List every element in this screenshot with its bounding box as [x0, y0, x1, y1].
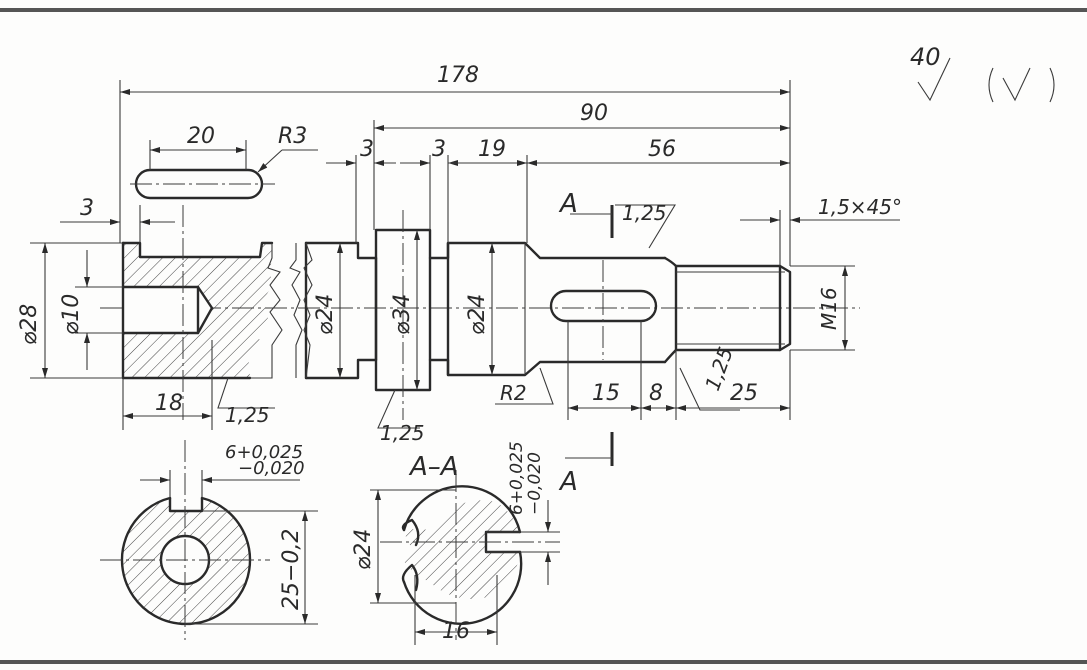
shaft-body: [303, 228, 792, 392]
finish-collar: 1,25: [380, 421, 425, 445]
dim-19: 19: [478, 137, 506, 162]
dim-slot-20: 20: [187, 124, 215, 149]
keyway-tol-right-upper: 6+0,025: [507, 441, 527, 515]
dim-90: 90: [580, 101, 608, 126]
keyway-tol-left-lower: −0,020: [238, 458, 305, 479]
section-dia-24: ⌀24: [351, 529, 376, 570]
dim-25-02: 25−0,2: [279, 529, 304, 610]
dim-dia-10: ⌀10: [59, 294, 84, 335]
section-cut-markers: [565, 205, 614, 466]
finish-shaft: 1,25: [622, 201, 667, 225]
section-title: A–A: [408, 452, 459, 482]
finish-left: 1,25: [225, 403, 270, 427]
fillet-r2: R2: [500, 381, 527, 405]
keyway-tol-right-lower: −0,020: [525, 452, 545, 515]
dim-key-8: 8: [649, 381, 663, 406]
left-hub-section: [121, 241, 303, 380]
roughness-value: 40: [910, 43, 941, 71]
keyway-tol-left-upper: 6+0,025: [225, 442, 303, 463]
section-label-top: A: [558, 189, 578, 219]
dimension-lines: [30, 80, 900, 430]
roughness-symbol: [917, 57, 1055, 103]
dim-collar-right-3: 3: [432, 137, 446, 162]
dim-dia-28: ⌀28: [17, 304, 42, 345]
dim-bore-depth-18: 18: [155, 391, 183, 416]
dim-overall-length: 178: [437, 63, 479, 88]
dim-dia-24-left: ⌀24: [313, 294, 338, 335]
dim-left-offset-3: 3: [80, 196, 94, 221]
dim-dia-24-mid: ⌀24: [465, 294, 490, 335]
dim-dia-34: ⌀34: [390, 294, 415, 335]
section-label-bottom: A: [558, 467, 578, 497]
hub-cross-section: [100, 440, 318, 640]
dim-thread-m16: M16: [817, 287, 841, 330]
slot-detail: [130, 168, 275, 200]
section-dim-16: 16: [442, 619, 470, 644]
dim-collar-left-3: 3: [360, 137, 374, 162]
dim-key-15: 15: [592, 381, 620, 406]
dim-chamfer: 1,5×45°: [818, 195, 902, 219]
dim-slot-radius: R3: [278, 124, 307, 149]
dim-thread-25: 25: [730, 381, 758, 406]
dim-56: 56: [648, 137, 676, 162]
section-a-a: [370, 470, 560, 645]
